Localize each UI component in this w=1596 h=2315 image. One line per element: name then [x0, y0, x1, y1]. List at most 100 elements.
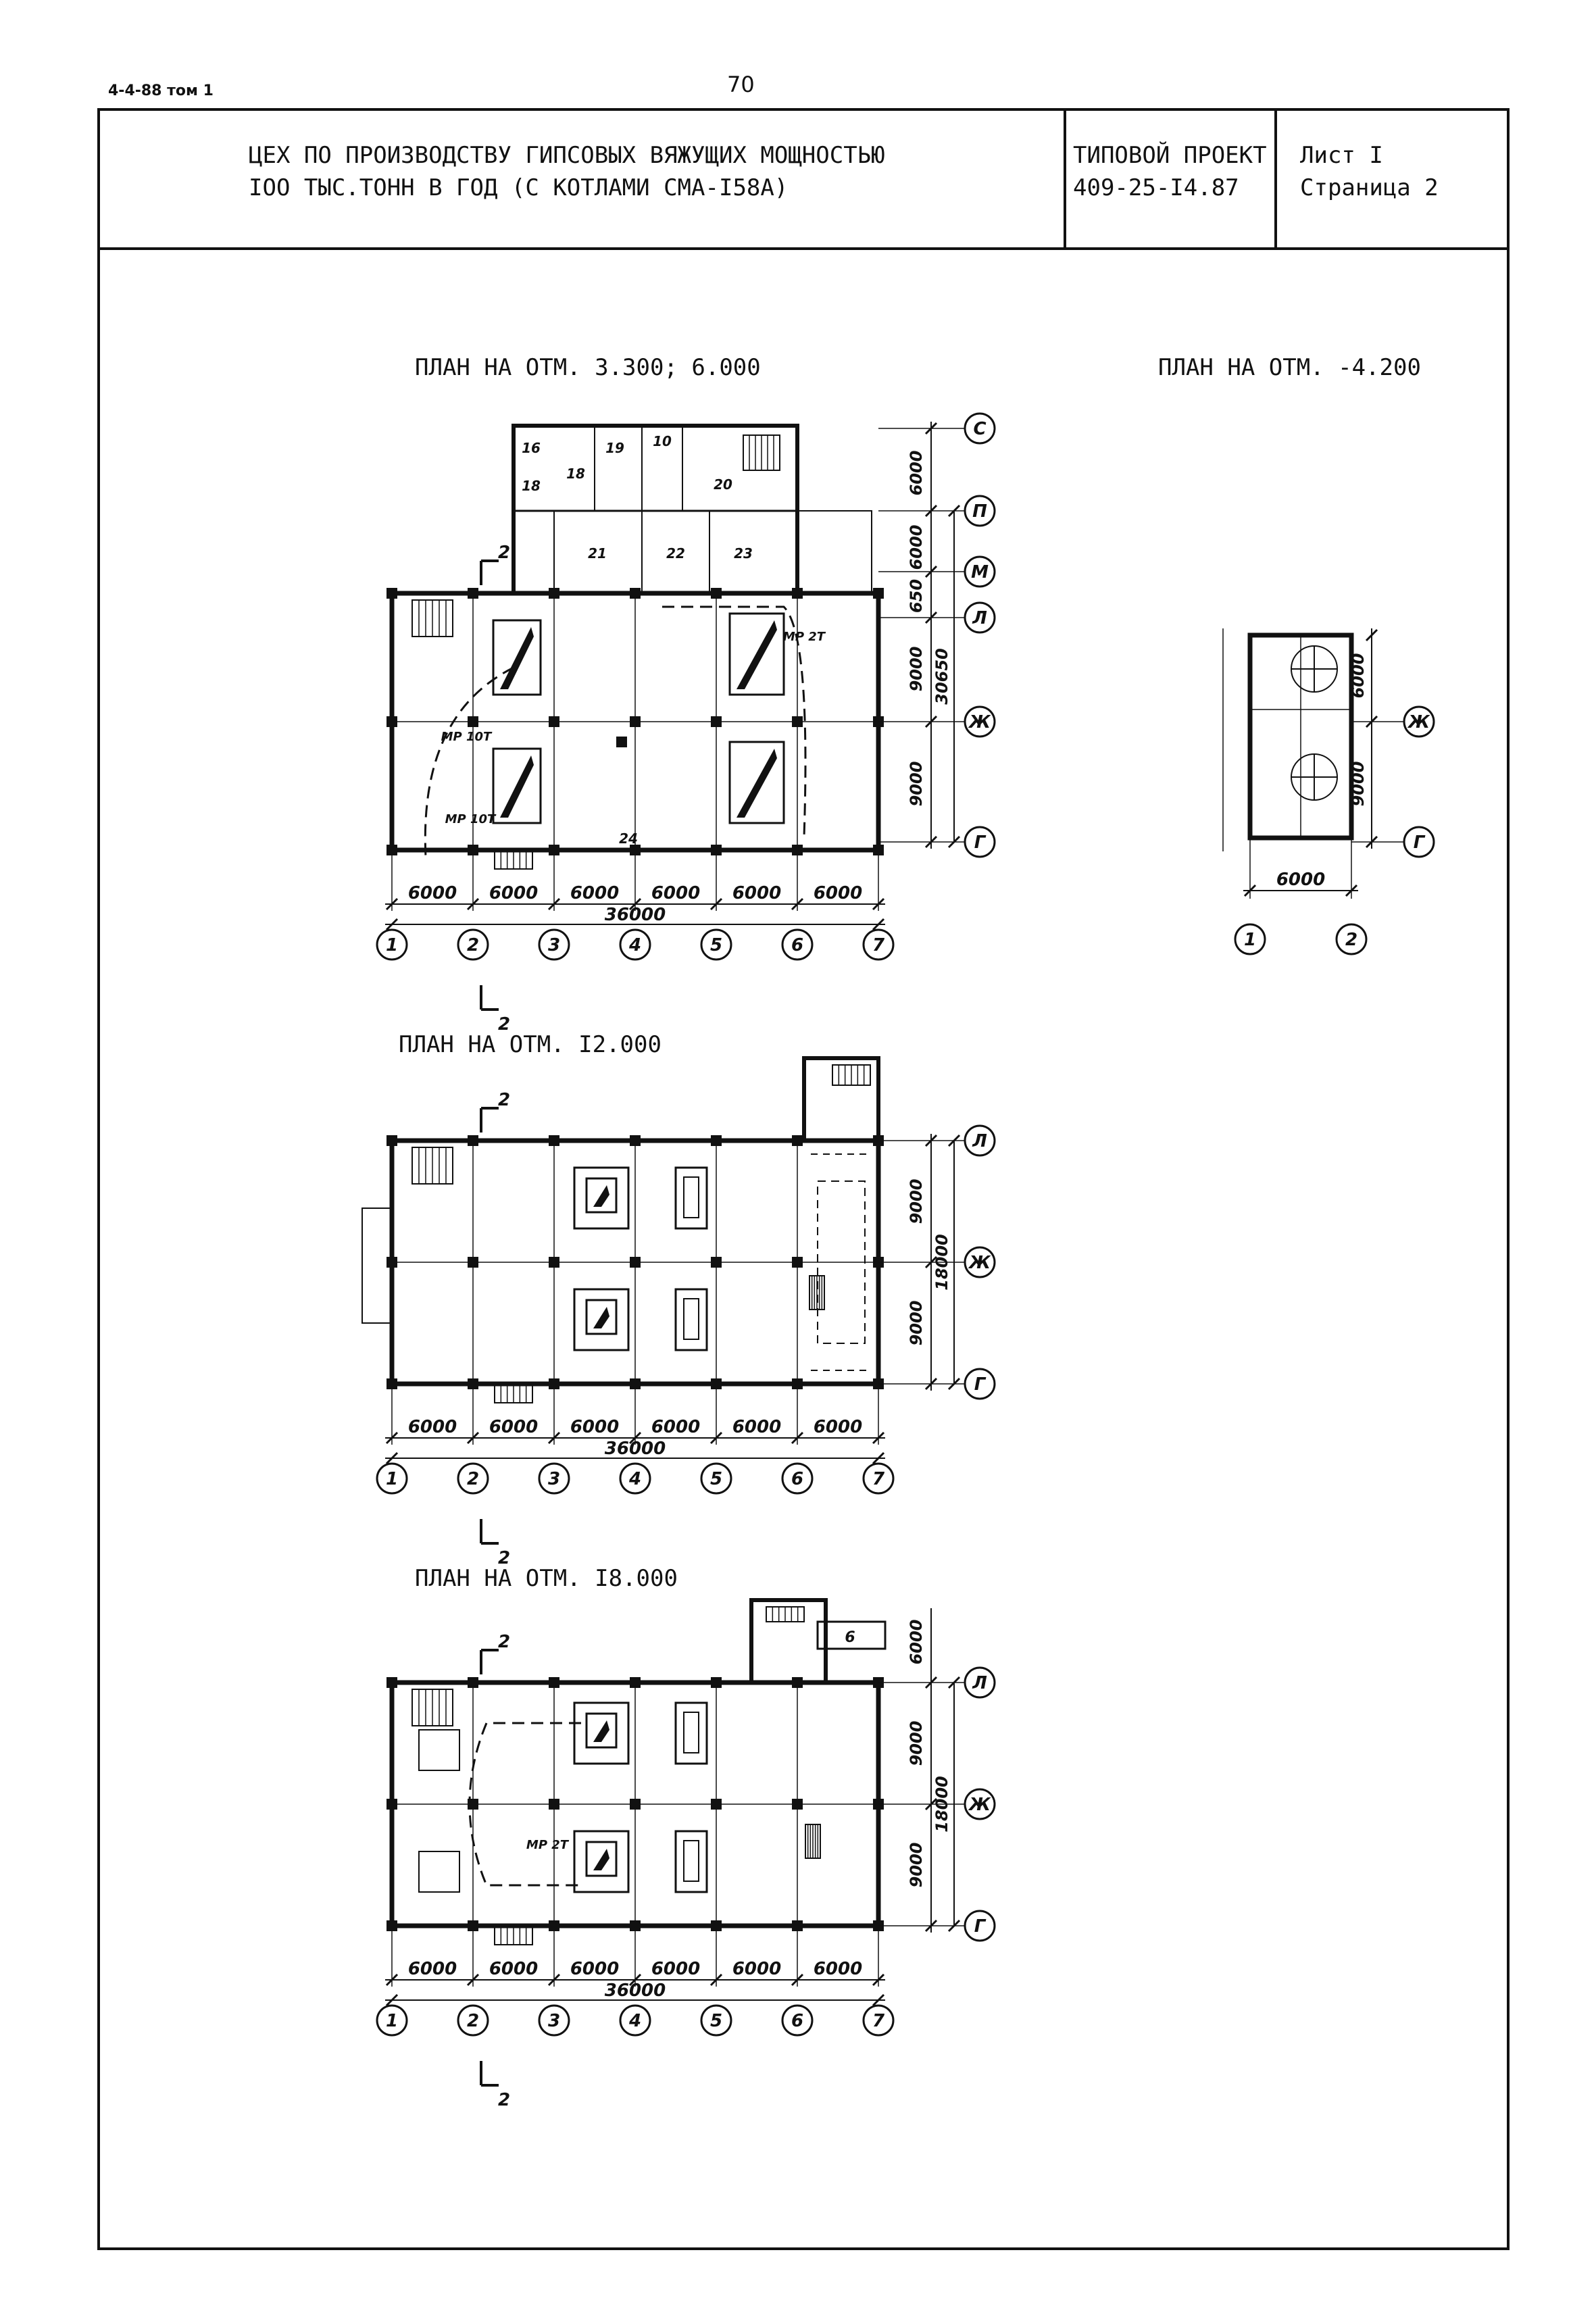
axis-y-3-label: Л	[972, 608, 987, 628]
axis-x-2-bubble	[457, 2004, 489, 2037]
axis-y-5-bubble	[964, 826, 996, 858]
column	[468, 588, 478, 599]
dim-tick	[924, 504, 938, 518]
bay-dimension: 6000	[651, 883, 700, 903]
column	[468, 1378, 478, 1389]
axis-x-7-label: 7	[872, 2011, 885, 2031]
column	[386, 1677, 397, 1688]
dim-tick	[924, 1919, 938, 1933]
axis-y-3-bubble	[964, 601, 996, 634]
axis-x-3-label: 3	[548, 2011, 560, 2031]
bay-dimension: 6000	[489, 1959, 538, 1979]
bay-dimension: 6000	[408, 883, 457, 903]
column	[711, 1920, 722, 1931]
vertical-dimension: 6000	[907, 525, 926, 570]
bay-dimension: 6000	[489, 883, 538, 903]
axis-x-2-bubble	[457, 1462, 489, 1495]
title-line-1: ЦЕХ ПО ПРОИЗВОДСТВУ ГИПСОВЫХ ВЯЖУЩИХ МОЩ…	[249, 142, 885, 169]
dim-tick	[385, 897, 399, 911]
dim-tick	[947, 1377, 961, 1391]
axis-x-2-label: 2	[467, 2011, 479, 2031]
section-mark-label: 2	[498, 1090, 510, 1110]
dim-tick	[385, 918, 399, 931]
tower-wall	[749, 1598, 828, 1685]
dim-tick	[466, 897, 480, 911]
room-number-7: 22	[666, 545, 685, 562]
dim-tick	[924, 1134, 938, 1147]
axis-x-1-label: 1	[386, 2011, 398, 2031]
small-room-number: 6	[845, 1629, 855, 1646]
equipment-outline	[492, 747, 542, 824]
dim-tick	[924, 1255, 938, 1269]
dim-tick	[872, 1973, 885, 1987]
column	[711, 716, 722, 727]
axis-x-1-label: 1	[386, 1469, 398, 1489]
axis-x-3-label: 3	[548, 1469, 560, 1489]
axis-y-0-bubble	[964, 1124, 996, 1157]
bay-dimension: 6000	[570, 883, 619, 903]
bay-dimension: 6000	[814, 1959, 862, 1979]
axis-x-5-bubble	[700, 1462, 732, 1495]
column	[630, 1257, 641, 1268]
dim-tick	[924, 1797, 938, 1811]
bay-dimension: 6000	[570, 1959, 619, 1979]
column	[630, 1135, 641, 1146]
axis-x-3-label: 3	[548, 935, 560, 955]
equipment-outline	[728, 741, 785, 824]
axis-x-1-bubble	[376, 1462, 408, 1495]
column	[549, 716, 559, 727]
dim-tick	[628, 1431, 642, 1445]
plan-title-1: ПЛАН НА ОТМ. 3.300; 6.000	[415, 354, 761, 381]
column	[549, 1799, 559, 1810]
vertical-dimension: 9000	[907, 1301, 926, 1346]
total-dimension: 36000	[605, 905, 666, 925]
axis-y-0-bubble	[1403, 705, 1435, 738]
axis-y-1-bubble	[1403, 826, 1435, 858]
axis-x-3-bubble	[538, 928, 570, 961]
dim-tick	[466, 1431, 480, 1445]
dim-tick	[791, 897, 804, 911]
crane-path	[662, 605, 807, 837]
dim-tick	[947, 835, 961, 849]
column	[711, 1799, 722, 1810]
column	[549, 845, 559, 855]
vertical-dimension: 6000	[907, 451, 926, 496]
vertical-dimension: 9000	[907, 1721, 926, 1766]
column	[711, 1135, 722, 1146]
equipment-outline	[492, 619, 542, 696]
room-number-5: 20	[714, 476, 732, 493]
column	[630, 845, 641, 855]
dim-tick	[872, 918, 885, 931]
equipment-label: МР 2Т	[526, 1838, 570, 1852]
column	[792, 1378, 803, 1389]
axis-x-4-bubble	[619, 2004, 651, 2037]
silo-inner-0	[683, 1176, 699, 1218]
hopper-outer-0	[573, 1701, 630, 1765]
bay-dimension: 6000	[408, 1959, 457, 1979]
bay-dimension: 6000	[651, 1959, 700, 1979]
room-number-6: 21	[588, 545, 607, 562]
bay-dimension: 6000	[732, 1417, 781, 1437]
axis-y-0-bubble	[964, 1666, 996, 1699]
hopper-outer-1	[573, 1288, 630, 1351]
column	[792, 845, 803, 855]
room-number-0: 16	[522, 440, 541, 456]
column	[711, 845, 722, 855]
equipment-outline	[585, 1299, 618, 1335]
dim-tick	[924, 611, 938, 624]
equipment-fill	[593, 1849, 609, 1870]
column	[630, 1920, 641, 1931]
axis-y-1-label: П	[972, 501, 987, 522]
column	[468, 1677, 478, 1688]
dim-tick	[872, 1451, 885, 1465]
column	[468, 845, 478, 855]
vertical-dimension-total: 18000	[932, 1776, 951, 1833]
dim-tick	[924, 835, 938, 849]
dim-tick	[385, 1993, 399, 2007]
equipment-fill	[500, 627, 534, 689]
equipment-outline	[585, 1841, 618, 1877]
